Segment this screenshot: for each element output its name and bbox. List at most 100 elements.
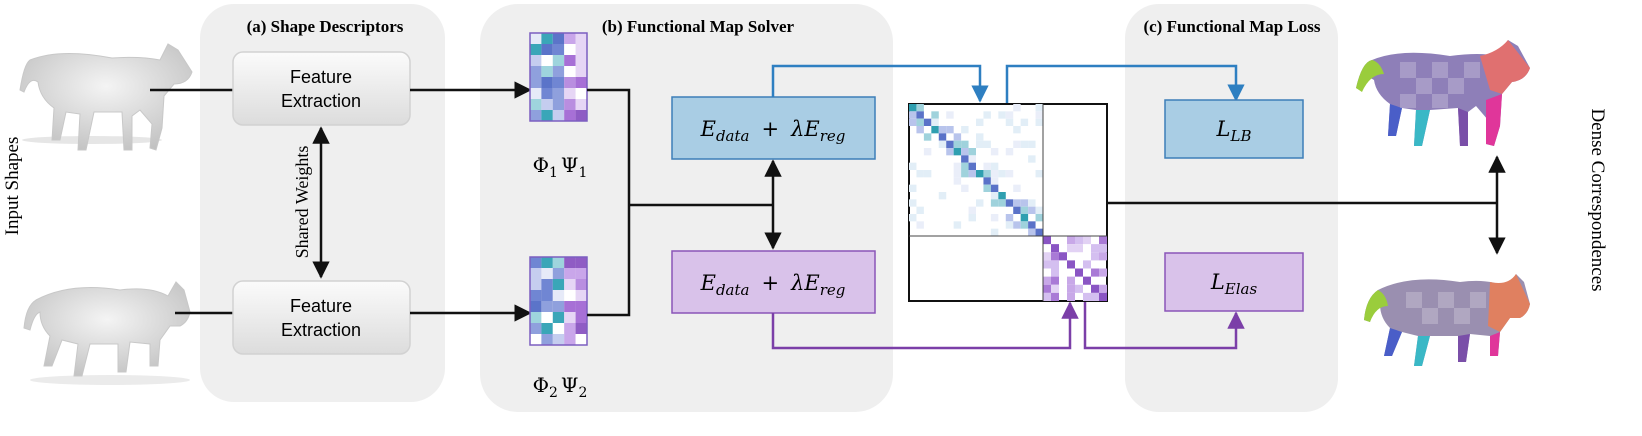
feature-extraction-bottom-button[interactable]: Feature Extraction xyxy=(232,280,411,355)
basis-cell xyxy=(575,66,587,77)
basis-cell xyxy=(541,88,553,99)
fmap-cell xyxy=(1099,268,1107,277)
basis-matrix-border xyxy=(529,32,588,122)
basis-cell xyxy=(541,66,553,77)
fmap-cell xyxy=(1051,292,1059,301)
basis-cell xyxy=(530,279,542,290)
fmap-cell xyxy=(1035,170,1043,178)
basis-cell xyxy=(552,88,565,99)
feature-extraction-top-button[interactable]: Feature Extraction xyxy=(232,51,411,126)
fmap-cell xyxy=(953,148,962,156)
fmap-cell xyxy=(961,140,969,148)
fmap-cell xyxy=(1083,292,1091,301)
basis-cell xyxy=(552,77,565,88)
fmap-cell xyxy=(1043,284,1051,293)
energy-blue-text: Edata+λEreg xyxy=(700,117,846,145)
fmap-cell xyxy=(1091,292,1099,301)
fmap-cell xyxy=(990,228,999,236)
loss-elas-box[interactable]: LElas xyxy=(1164,252,1304,312)
basis-cell xyxy=(552,66,565,77)
fmap-cell xyxy=(1051,244,1059,253)
basis-cell xyxy=(552,334,565,345)
fmap-cell xyxy=(1013,199,1021,207)
fmap-cell xyxy=(961,162,969,170)
loss-lb-text: LLB xyxy=(1216,117,1252,145)
fmap-cell xyxy=(1005,221,1014,229)
fmap-cell xyxy=(953,221,962,229)
fmap-cell xyxy=(983,177,991,185)
basis-cell xyxy=(530,88,542,99)
feature-extraction-bottom-line1: Feature xyxy=(290,296,352,316)
fmap-cell xyxy=(923,133,932,141)
fmap-cell xyxy=(976,199,984,207)
fmap-cell xyxy=(1013,126,1021,134)
fmap-cell xyxy=(976,170,984,178)
fmap-cell xyxy=(1028,140,1036,148)
fmap-cell xyxy=(1043,236,1051,245)
fmap-cell xyxy=(1083,276,1091,285)
fmap-cell xyxy=(916,104,924,112)
fmap-cell xyxy=(1067,260,1075,269)
fmap-cell xyxy=(931,111,939,119)
loss-lb-box[interactable]: LLB xyxy=(1164,99,1304,159)
fmap-cell xyxy=(1020,118,1029,126)
basis-cell xyxy=(575,290,587,301)
fmap-cell xyxy=(916,206,924,214)
fmap-cell xyxy=(1043,260,1051,269)
basis-cell xyxy=(541,99,553,110)
fmap-cell xyxy=(909,162,917,170)
fmap-cell xyxy=(946,140,954,148)
fmap-cell xyxy=(923,170,932,178)
lion-shape-colored-icon xyxy=(1364,274,1530,366)
fmap-cell xyxy=(990,170,999,178)
fmap-cell xyxy=(946,126,954,134)
functional-map-matrix xyxy=(908,103,1108,302)
feature-extraction-top-line2: Extraction xyxy=(281,91,361,111)
feature-extraction-top-line1: Feature xyxy=(290,67,352,87)
basis-cell xyxy=(575,301,587,312)
fmap-cell xyxy=(1051,284,1059,293)
fmap-cell xyxy=(953,162,962,170)
basis-cell xyxy=(541,44,553,55)
fmap-cell xyxy=(1091,284,1099,293)
basis-cell xyxy=(564,110,576,121)
fmap-cell xyxy=(909,214,917,222)
fmap-cell xyxy=(1043,276,1051,285)
basis-cell xyxy=(564,99,576,110)
energy-box-blue[interactable]: Edata+λEreg xyxy=(671,96,876,160)
basis-to-solver-connector xyxy=(587,88,631,317)
cat-shape-colored-icon xyxy=(1356,40,1530,146)
fmap-cell xyxy=(1067,284,1075,293)
fmap-cell xyxy=(990,184,999,192)
shared-weights-label: Shared Weights xyxy=(292,146,312,259)
fmap-cell xyxy=(990,199,999,207)
basis-matrix-top xyxy=(529,32,588,122)
fmap-cell xyxy=(1075,284,1083,293)
basis-cell xyxy=(575,257,587,268)
fmap-cell xyxy=(1035,111,1043,119)
basis-cell xyxy=(530,268,542,279)
fmap-cell xyxy=(976,118,984,126)
fmap-cell xyxy=(983,162,991,170)
fmap-cell xyxy=(998,170,1006,178)
fmap-cell xyxy=(1005,170,1014,178)
fmap-cell xyxy=(968,206,976,214)
functional-map-block-purple xyxy=(1043,236,1107,301)
basis-cell xyxy=(564,33,576,44)
basis-cell xyxy=(541,323,553,334)
basis-cell xyxy=(541,312,553,323)
fmap-cell xyxy=(1028,155,1036,163)
energy-box-purple[interactable]: Edata+λEreg xyxy=(671,250,876,314)
fmap-cell xyxy=(968,148,976,156)
basis-cell xyxy=(552,55,565,66)
fmap-cell xyxy=(1043,292,1051,301)
fmap-cell xyxy=(1005,118,1014,126)
fmap-cell xyxy=(923,118,932,126)
fmap-cell xyxy=(1067,236,1075,245)
fmap-cell xyxy=(916,221,924,229)
fmap-cell xyxy=(938,140,947,148)
basis-cell xyxy=(541,257,553,268)
